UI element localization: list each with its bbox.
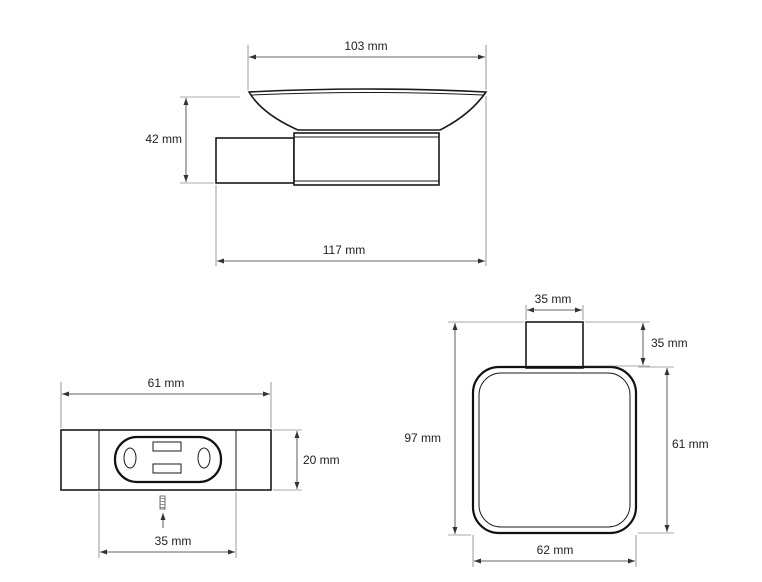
clip-tab-bottom [152, 463, 182, 474]
mount-neck [525, 321, 584, 369]
dim-label-dish-width: 62 mm [537, 543, 574, 557]
dim-label-width: 103 mm [344, 39, 387, 53]
set-screw-icon [159, 495, 166, 510]
dish-outer [471, 365, 638, 535]
soap-dish-bowl [247, 88, 488, 131]
bowl-rim [250, 92, 484, 96]
dish-inner [478, 372, 631, 528]
dim-label-depth: 117 mm [323, 243, 365, 257]
dim-label-dish-height: 61 mm [672, 437, 709, 451]
dim-label-total-height: 97 mm [404, 431, 441, 445]
bottom-view: 61 mm 20 mm 35 mm [60, 376, 340, 558]
top-view: 35 mm 35 mm 97 mm 61 mm 62 mm [404, 292, 709, 567]
ring-holder [293, 132, 440, 186]
dim-label-bottom-height: 20 mm [303, 453, 340, 467]
dim-label-height: 42 mm [145, 132, 182, 146]
side-view: 103 mm 42 mm 117 mm [145, 39, 488, 266]
mounting-slot-plate [113, 435, 223, 484]
screw-hole-left [123, 447, 137, 469]
dim-label-neck-width: 35 mm [535, 292, 572, 306]
dim-label-neck-height: 35 mm [651, 336, 688, 350]
screw-hole-right [197, 447, 211, 469]
dim-label-bottom-width: 61 mm [148, 376, 185, 390]
clip-tab-top [152, 441, 182, 452]
wall-mount-block [215, 137, 295, 184]
dim-label-screw-spacing: 35 mm [155, 534, 192, 548]
